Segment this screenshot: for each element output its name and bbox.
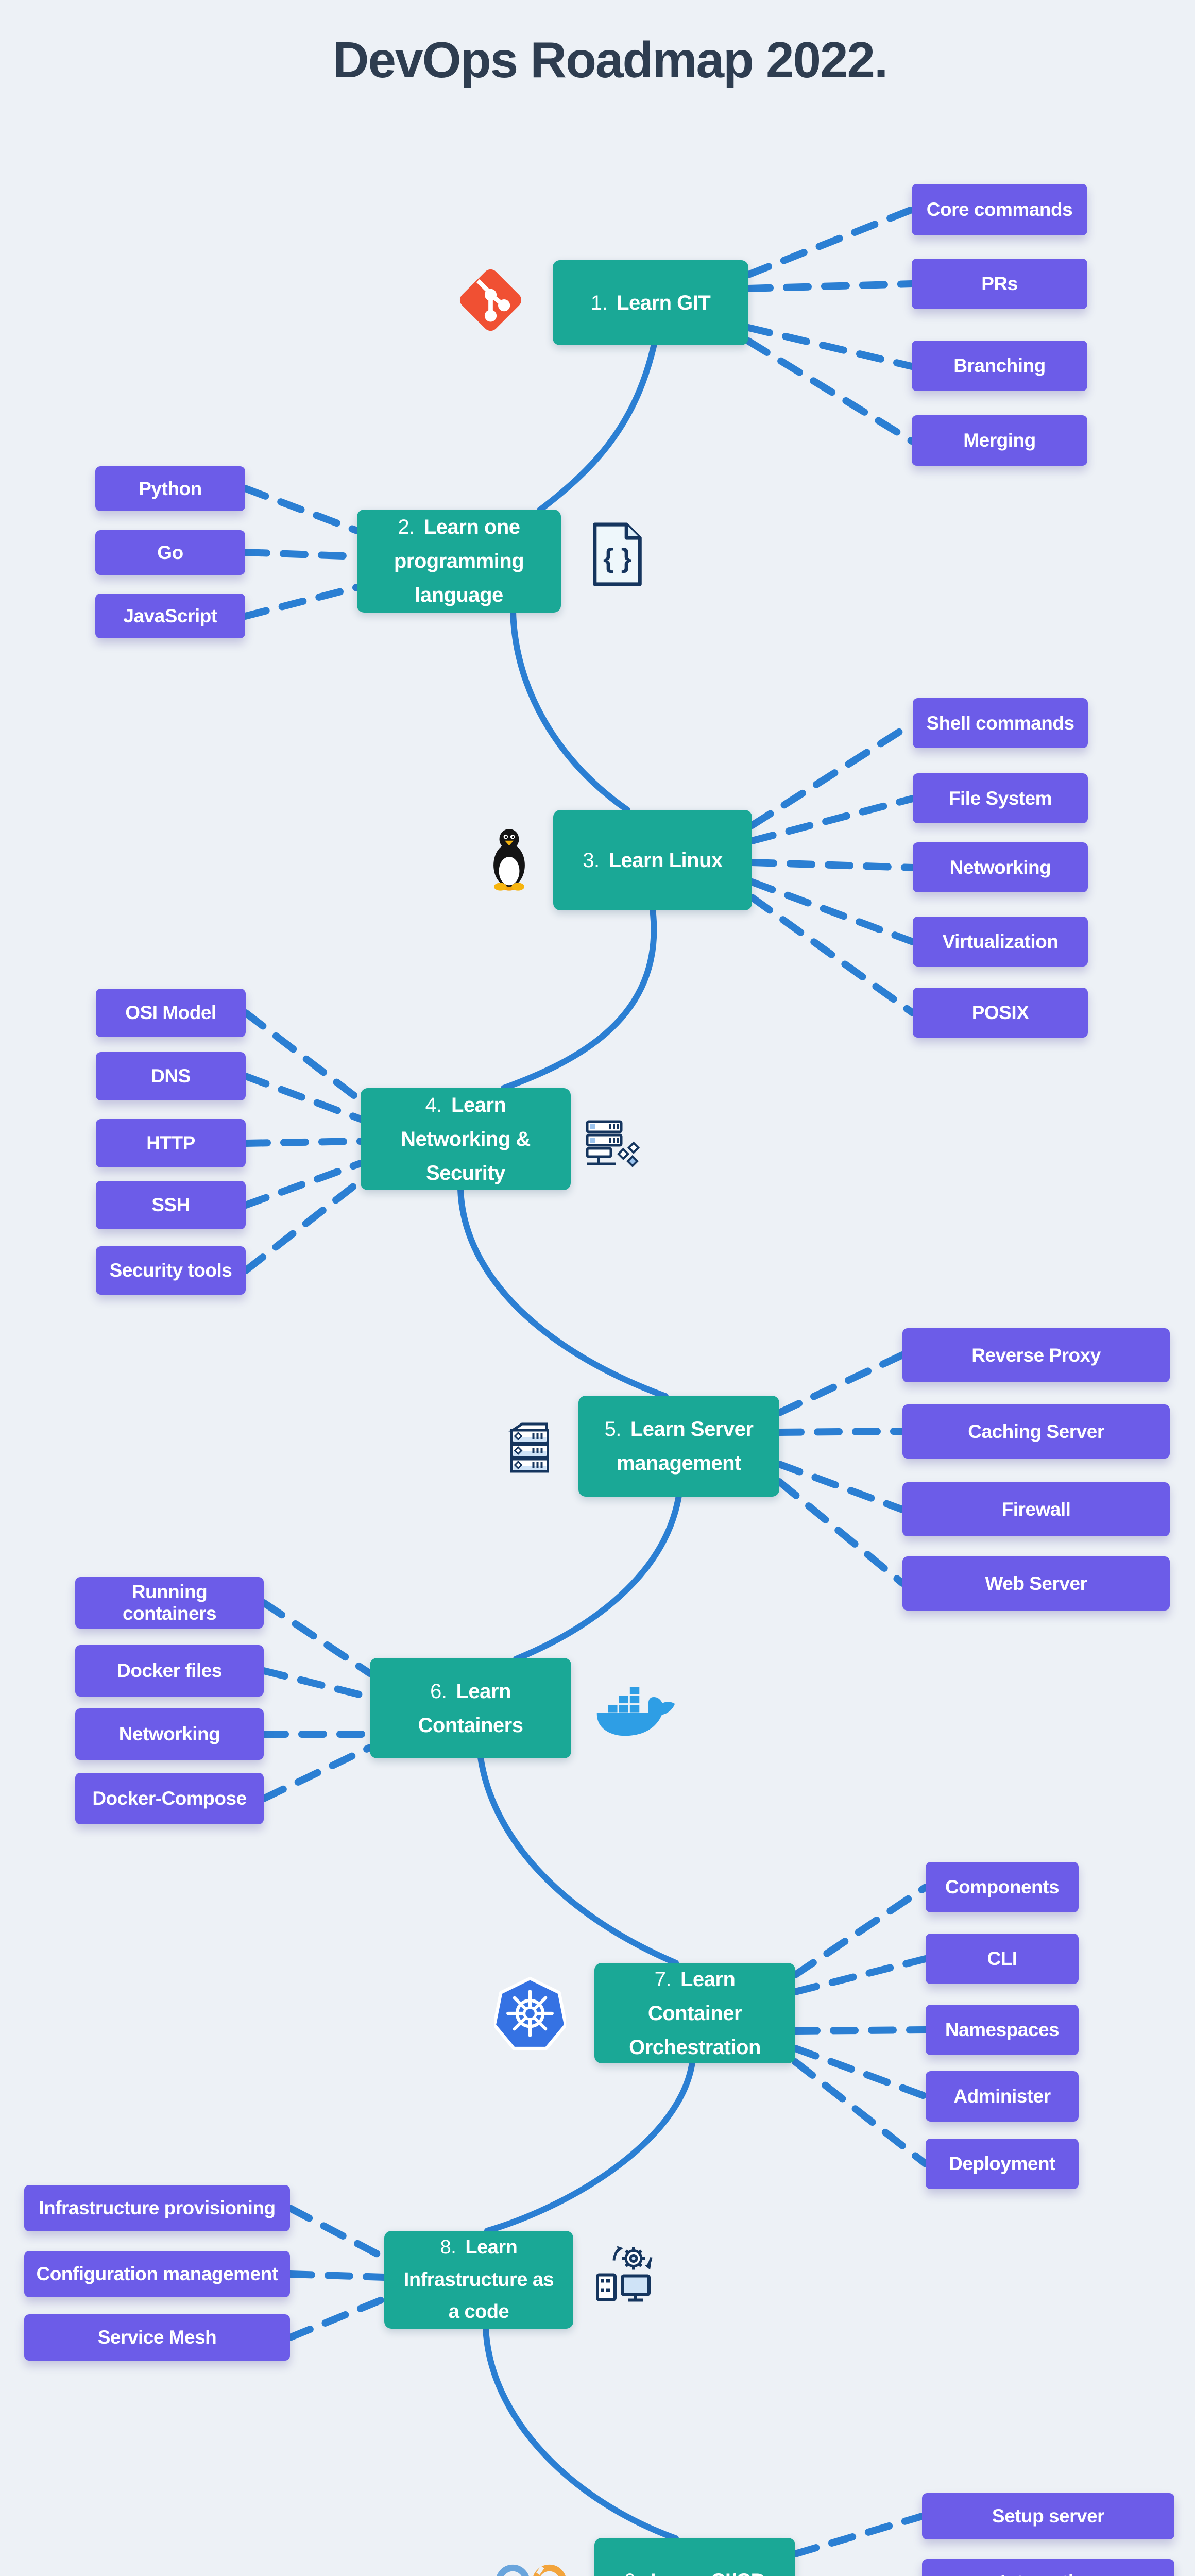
automation-gear-icon bbox=[593, 2242, 660, 2303]
node-number: 1. bbox=[590, 291, 608, 314]
topic-docker-compose: Docker-Compose bbox=[75, 1773, 264, 1824]
main-node-text: 5.Learn Server management bbox=[592, 1412, 766, 1480]
node-label: Learn Containers bbox=[418, 1680, 523, 1737]
main-node-learn-programming-language: 2.Learn one programming language bbox=[357, 510, 561, 613]
dashed-branch-connectors bbox=[242, 206, 929, 2557]
node-label: Learn GIT bbox=[617, 291, 711, 314]
node-number: 5. bbox=[604, 1418, 622, 1440]
main-node-learn-container-orchestration: 7.Learn Container Orchestration bbox=[594, 1963, 795, 2063]
main-node-text: 8.Learn Infrastructure as a code bbox=[398, 2231, 560, 2328]
topic-posix: POSIX bbox=[913, 988, 1088, 1038]
topic-docker-files: Docker files bbox=[75, 1645, 264, 1697]
topic-http: HTTP bbox=[96, 1119, 246, 1167]
node-number: 2. bbox=[398, 516, 415, 538]
main-node-text: 6.Learn Containers bbox=[383, 1674, 558, 1742]
topic-python: Python bbox=[95, 466, 245, 511]
topic-networking-linux: Networking bbox=[913, 842, 1088, 892]
main-node-learn-git: 1. Learn GIT bbox=[553, 260, 748, 345]
main-node-text: 1. Learn GIT bbox=[591, 286, 711, 320]
topic-osi-model: OSI Model bbox=[96, 989, 246, 1037]
topic-deployment: Deployment bbox=[926, 2139, 1079, 2189]
topic-configuration-management: Configuration management bbox=[24, 2251, 290, 2297]
main-node-learn-containers: 6.Learn Containers bbox=[370, 1658, 571, 1758]
git-icon bbox=[453, 263, 528, 337]
topic-cli: CLI bbox=[926, 1934, 1079, 1984]
topic-firewall: Firewall bbox=[902, 1482, 1170, 1536]
main-node-text: 2.Learn one programming language bbox=[370, 510, 548, 612]
topic-caching-server: Caching Server bbox=[902, 1404, 1170, 1459]
topic-go: Go bbox=[95, 530, 245, 575]
topic-javascript: JavaScript bbox=[95, 594, 245, 638]
node-label: Learn Container Orchestration bbox=[629, 1968, 761, 2059]
page-title: DevOps Roadmap 2022. bbox=[332, 31, 889, 88]
cicd-infinity-icon: TEST bbox=[489, 2560, 576, 2576]
topic-security-tools: Security tools bbox=[96, 1246, 246, 1295]
main-node-learn-cicd: 9. Learn CI/CD bbox=[594, 2538, 795, 2576]
node-number: 6. bbox=[430, 1680, 447, 1703]
topic-administer: Administer bbox=[926, 2071, 1079, 2122]
main-node-learn-infrastructure-as-code: 8.Learn Infrastructure as a code bbox=[384, 2231, 573, 2329]
main-node-text: 9. Learn CI/CD bbox=[624, 2564, 765, 2576]
node-label: Learn Linux bbox=[608, 849, 723, 872]
docker-icon bbox=[593, 1682, 678, 1744]
topic-dns: DNS bbox=[96, 1052, 246, 1100]
topic-namespaces: Namespaces bbox=[926, 2005, 1079, 2055]
main-node-text: 3. Learn Linux bbox=[583, 843, 723, 877]
svg-text:{ }: { } bbox=[603, 544, 631, 573]
topic-merging: Merging bbox=[912, 415, 1087, 466]
topic-virtualization: Virtualization bbox=[913, 917, 1088, 967]
topic-components: Components bbox=[926, 1862, 1079, 1912]
topic-ssh: SSH bbox=[96, 1181, 246, 1229]
main-node-learn-server-management: 5.Learn Server management bbox=[578, 1396, 779, 1497]
topic-reverse-proxy: Reverse Proxy bbox=[902, 1328, 1170, 1382]
topic-prs: PRs bbox=[912, 259, 1087, 309]
topic-file-system: File System bbox=[913, 773, 1088, 823]
linux-tux-icon bbox=[485, 822, 534, 894]
main-node-text: 4.Learn Networking & Security bbox=[374, 1088, 557, 1190]
main-node-text: 7.Learn Container Orchestration bbox=[608, 1962, 782, 2064]
node-label: Learn CI/CD bbox=[650, 2570, 765, 2576]
kubernetes-icon bbox=[494, 1976, 566, 2051]
node-number: 7. bbox=[654, 1968, 672, 1991]
topic-infrastructure-provisioning: Infrastructure provisioning bbox=[24, 2185, 290, 2231]
topic-setup-server: Setup server bbox=[922, 2493, 1174, 2539]
node-label: Learn Infrastructure as a code bbox=[403, 2236, 554, 2323]
topic-shell-commands: Shell commands bbox=[913, 698, 1088, 748]
main-node-learn-networking-security: 4.Learn Networking & Security bbox=[361, 1088, 571, 1190]
node-label: Learn Server management bbox=[617, 1418, 754, 1475]
node-number: 8. bbox=[440, 2236, 456, 2258]
topic-branching: Branching bbox=[912, 341, 1087, 391]
topic-networking-containers: Networking bbox=[75, 1708, 264, 1760]
code-file-icon: { } bbox=[585, 521, 650, 588]
node-label: Learn Networking & Security bbox=[401, 1094, 531, 1184]
node-label: Learn one programming language bbox=[394, 516, 524, 606]
node-number: 3. bbox=[583, 849, 600, 872]
network-security-icon bbox=[583, 1118, 640, 1170]
topic-integration: Integration bbox=[922, 2559, 1174, 2576]
node-number: 4. bbox=[425, 1094, 442, 1116]
topic-running-containers: Running containers bbox=[75, 1577, 264, 1629]
topic-web-server: Web Server bbox=[902, 1556, 1170, 1611]
main-node-learn-linux: 3. Learn Linux bbox=[553, 810, 752, 910]
topic-core-commands: Core commands bbox=[912, 184, 1087, 235]
server-rack-icon bbox=[505, 1422, 554, 1473]
node-number: 9. bbox=[624, 2570, 641, 2576]
solid-curve-connectors bbox=[457, 341, 695, 2541]
topic-service-mesh: Service Mesh bbox=[24, 2314, 290, 2361]
